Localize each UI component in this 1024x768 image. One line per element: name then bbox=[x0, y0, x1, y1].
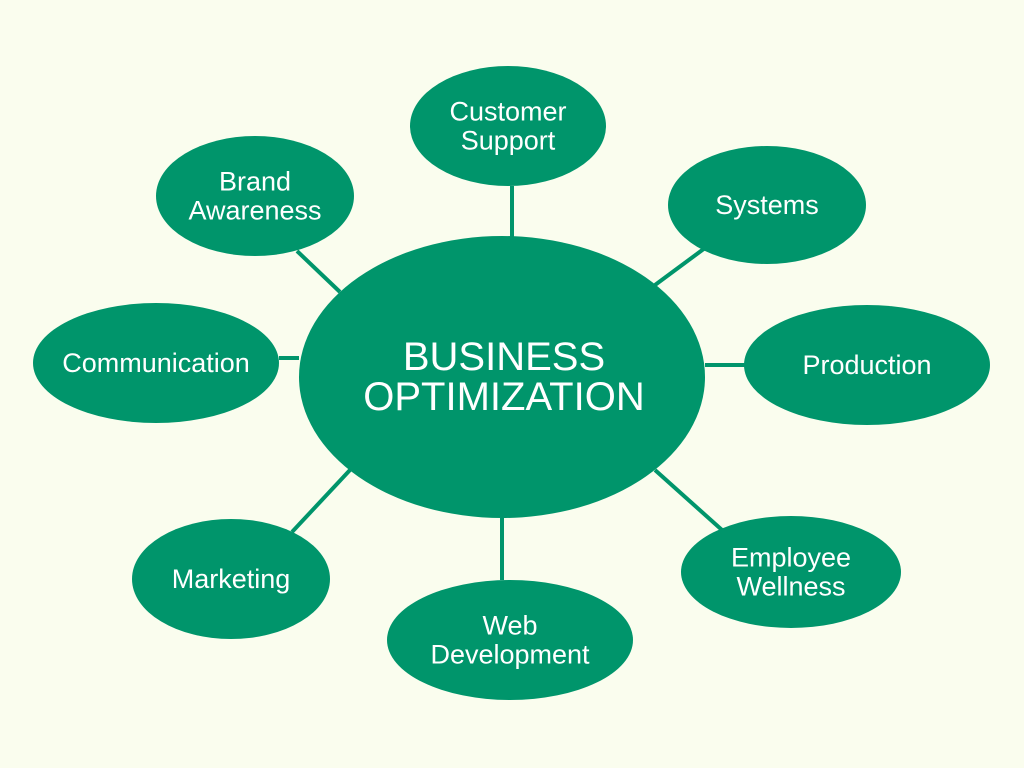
node-label-marketing: Marketing bbox=[172, 564, 291, 594]
center-label: BUSINESS bbox=[403, 335, 605, 379]
connector-brand-awareness bbox=[295, 249, 342, 294]
connector-employee-wellness bbox=[653, 468, 724, 532]
center-node bbox=[299, 236, 705, 518]
node-label-systems: Systems bbox=[715, 190, 819, 220]
node-label-employee-wellness: Employee bbox=[731, 543, 851, 573]
node-brand-awareness bbox=[156, 136, 354, 256]
node-label-web-development: Development bbox=[430, 640, 590, 670]
node-label-customer-support: Customer bbox=[449, 97, 566, 127]
node-label-communication: Communication bbox=[62, 348, 250, 378]
node-label-production: Production bbox=[802, 350, 931, 380]
node-systems bbox=[668, 146, 866, 264]
connector-systems bbox=[653, 246, 707, 287]
connector-marketing bbox=[290, 468, 352, 534]
node-production bbox=[744, 305, 990, 425]
node-label-customer-support: Support bbox=[461, 126, 556, 156]
node-customer-support bbox=[410, 66, 606, 186]
node-employee-wellness bbox=[681, 516, 901, 628]
node-communication bbox=[33, 303, 279, 423]
node-label-web-development: Web bbox=[482, 611, 537, 641]
node-label-brand-awareness: Awareness bbox=[188, 196, 321, 226]
node-label-employee-wellness: Wellness bbox=[736, 572, 845, 602]
center-label: OPTIMIZATION bbox=[363, 375, 644, 419]
node-marketing bbox=[132, 519, 330, 639]
node-web-development bbox=[387, 580, 633, 700]
node-label-brand-awareness: Brand bbox=[219, 167, 291, 197]
